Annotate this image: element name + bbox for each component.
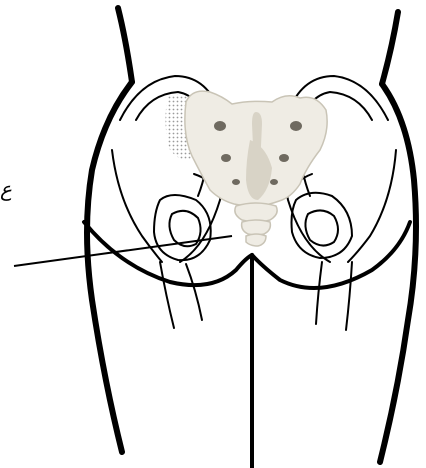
sacral-foramen-3 xyxy=(221,154,231,162)
right-hip-outline xyxy=(380,84,416,462)
left-lower-ilium xyxy=(112,150,162,262)
coccyx-segment-3 xyxy=(246,234,266,246)
sacral-foramen-5 xyxy=(232,179,240,185)
right-waist-line xyxy=(382,12,398,84)
coccyx-leader-line xyxy=(14,236,232,266)
sacral-foramen-1 xyxy=(214,121,226,131)
left-waist-line xyxy=(118,8,132,82)
left-femur-shaft-2 xyxy=(160,262,174,328)
right-lower-ilium xyxy=(348,150,396,262)
sacrum-bone-image xyxy=(185,91,327,206)
right-buttock-crease xyxy=(252,222,410,288)
right-acetabulum-outer xyxy=(292,193,353,258)
right-acetabulum-inner xyxy=(305,210,338,245)
sacral-foramen-6 xyxy=(270,179,278,185)
coccyx-segment-2 xyxy=(242,220,271,235)
left-acetabulum-outer xyxy=(154,195,211,260)
left-femur-shaft xyxy=(186,264,202,320)
label-fragment: ع xyxy=(0,177,12,201)
left-hip-outline xyxy=(87,82,132,452)
coccyx-segment-1 xyxy=(235,203,277,222)
coccyx-bone-image xyxy=(235,203,277,246)
sacral-foramen-4 xyxy=(279,154,289,162)
right-femur-shaft-2 xyxy=(346,262,352,330)
sacral-foramen-2 xyxy=(290,121,302,131)
right-femur-shaft xyxy=(316,262,322,324)
